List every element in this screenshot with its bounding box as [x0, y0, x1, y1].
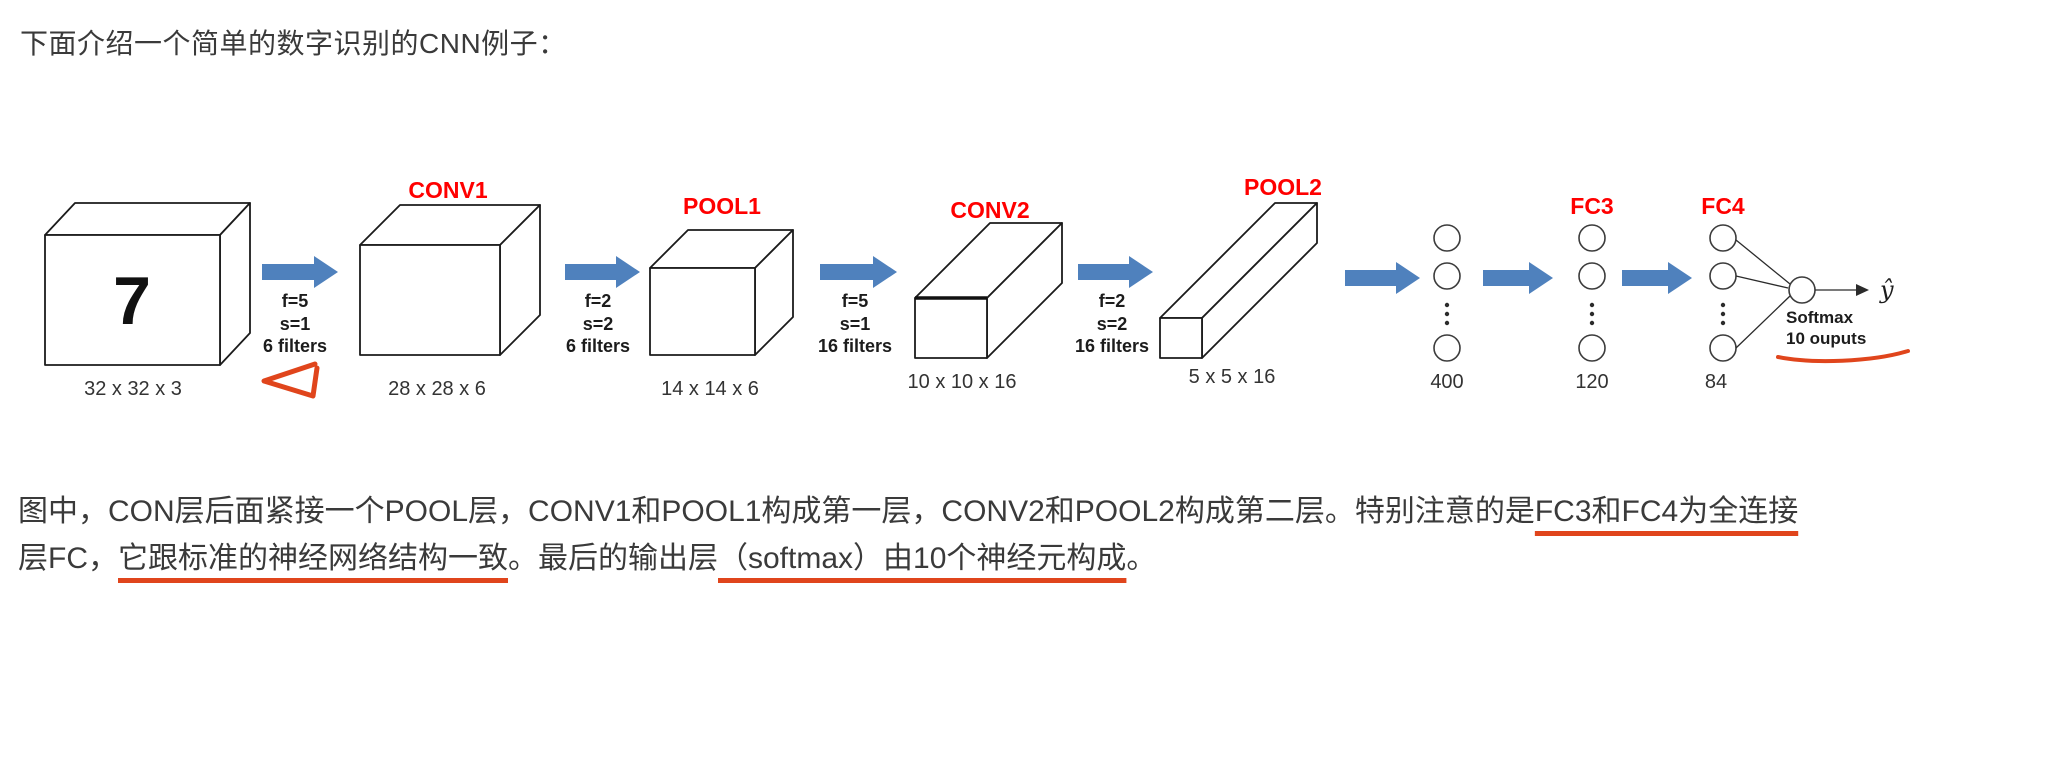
flow-arrow-7: [1622, 262, 1692, 294]
arrow1-filters: 6 filters: [263, 336, 327, 356]
ellipsis-dots: [1589, 302, 1595, 326]
output-node: ŷ Softmax 10 ouputs: [1735, 239, 1910, 364]
softmax-label: Softmax: [1786, 308, 1854, 327]
conv1-dims: 28 x 28 x 6: [388, 378, 486, 400]
paragraph-line-2: 层FC，它跟标准的神经网络结构一致。最后的输出层（softmax）由10个神经元…: [18, 535, 2034, 582]
arrow-icon: [1345, 262, 1420, 294]
flow-arrow-6: [1483, 262, 1553, 294]
flow-arrow-2: f=2 s=2 6 filters: [565, 256, 640, 356]
ellipsis-dots: [1444, 302, 1450, 326]
paragraph-text-underlined: 它跟标准的神经网络结构一致: [118, 542, 508, 575]
arrow3-f: f=5: [842, 291, 869, 311]
red-underline-annotation: [1776, 349, 1910, 364]
arrow-icon: [565, 256, 640, 288]
cnn-architecture-diagram: 7 32 x 32 x 3 f=5 s=1 6 filters CONV1 28…: [44, 174, 1910, 400]
fc4-column: FC4 84: [1701, 193, 1745, 393]
fc4-label: FC4: [1701, 193, 1745, 219]
paragraph-text: 。最后的输出层: [508, 542, 718, 575]
paragraph-text: 。: [1126, 542, 1157, 575]
arrow4-s: s=2: [1097, 314, 1128, 334]
output-arrowhead-icon: [1856, 284, 1869, 296]
fc4-count: 84: [1705, 371, 1727, 393]
fc3-label: FC3: [1570, 193, 1613, 219]
arrow2-s: s=2: [583, 314, 614, 334]
ellipsis-dots: [1720, 302, 1726, 326]
red-check-annotation: [261, 361, 320, 399]
pool1-label: POOL1: [683, 193, 761, 219]
arrow4-filters: 16 filters: [1075, 336, 1149, 356]
flow-arrow-3: f=5 s=1 16 filters: [818, 256, 897, 356]
pool2-bar: POOL2 5 x 5 x 16: [1159, 174, 1322, 388]
arrow-icon: [820, 256, 897, 288]
arrow3-s: s=1: [840, 314, 871, 334]
fc-input-column: 400: [1430, 224, 1464, 393]
paragraph-text: 层FC，: [18, 542, 118, 575]
flow-arrow-5: [1345, 262, 1420, 294]
explanation-paragraph: 图中，CON层后面紧接一个POOL层，CONV1和POOL1构成第一层，CONV…: [18, 488, 2034, 582]
fc3-column: FC3 120: [1570, 193, 1613, 393]
arrow3-filters: 16 filters: [818, 336, 892, 356]
conv1-cube: CONV1 28 x 28 x 6: [359, 177, 541, 400]
arrow-icon: [262, 256, 338, 288]
arrow4-f: f=2: [1099, 291, 1126, 311]
pool2-dims: 5 x 5 x 16: [1189, 366, 1276, 388]
arrow2-filters: 6 filters: [566, 336, 630, 356]
fc3-count: 120: [1575, 371, 1608, 393]
input-digit: 7: [113, 263, 151, 339]
flow-arrow-4: f=2 s=2 16 filters: [1075, 256, 1153, 356]
paragraph-text: 图中，CON层后面紧接一个POOL层，CONV1和POOL1构成第一层，CONV…: [18, 495, 1535, 528]
arrow-icon: [1483, 262, 1553, 294]
intro-text: 下面介绍一个简单的数字识别的CNN例子：: [20, 28, 567, 59]
conv2-bar: CONV2 10 x 10 x 16: [908, 197, 1063, 393]
pool1-cube: POOL1 14 x 14 x 6: [649, 193, 794, 400]
paragraph-line-1: 图中，CON层后面紧接一个POOL层，CONV1和POOL1构成第一层，CONV…: [18, 488, 2034, 535]
paragraph-text-underlined: （softmax）由10个神经元构成: [718, 542, 1127, 575]
input-dims: 32 x 32 x 3: [84, 378, 182, 400]
fc-input-count: 400: [1430, 371, 1463, 393]
arrow2-f: f=2: [585, 291, 612, 311]
arrow1-s: s=1: [280, 314, 311, 334]
input-cube: 7 32 x 32 x 3: [44, 202, 251, 400]
pool2-label: POOL2: [1244, 174, 1322, 200]
conv2-label: CONV2: [950, 197, 1029, 223]
conv1-label: CONV1: [408, 177, 487, 203]
conv2-dims: 10 x 10 x 16: [908, 371, 1017, 393]
arrow-icon: [1078, 256, 1153, 288]
pool1-dims: 14 x 14 x 6: [661, 378, 759, 400]
arrow1-f: f=5: [282, 291, 309, 311]
arrow-icon: [1622, 262, 1692, 294]
paragraph-text-underlined: FC3和FC4为全连接: [1534, 495, 1799, 528]
flow-arrow-1: f=5 s=1 6 filters: [262, 256, 338, 356]
yhat-symbol: ŷ: [1879, 276, 1894, 304]
outputs-label: 10 ouputs: [1786, 329, 1866, 348]
